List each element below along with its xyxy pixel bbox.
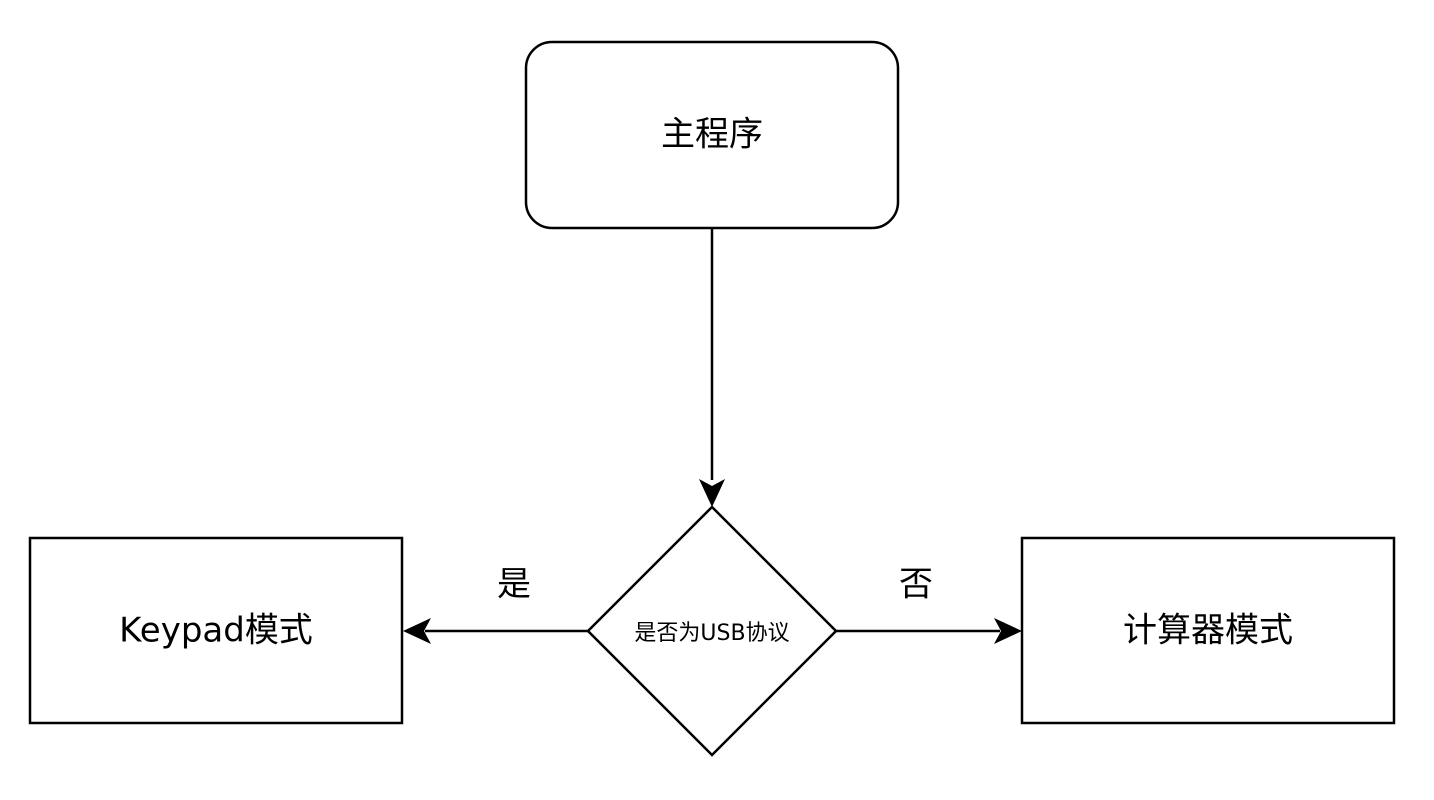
main-program-label: 主程序 (661, 115, 763, 155)
keypad-mode-label: Keypad模式 (119, 611, 313, 651)
edge-main-to-check-arrowhead (699, 479, 725, 507)
edge-yes-branch: 是 (403, 565, 588, 644)
keypad-mode-box (28, 536, 404, 725)
calculator-mode-box (1020, 536, 1396, 725)
keypad-mode-node: Keypad模式 (28, 536, 404, 725)
main-program-node: 主程序 (524, 40, 900, 230)
usb-check-label: 是否为USB协议 (634, 621, 789, 646)
edge-yes-arrowhead (403, 618, 431, 644)
edge-no-arrowhead (994, 618, 1022, 644)
usb-check-diamond (586, 505, 838, 757)
usb-check-node: 是否为USB协议 (586, 505, 838, 757)
edge-yes-label: 是 (497, 565, 531, 605)
edge-no-label: 否 (899, 565, 933, 605)
edge-no-branch: 否 (836, 565, 1022, 644)
calculator-mode-label: 计算器模式 (1123, 611, 1293, 651)
edge-main-to-check (699, 228, 725, 507)
calculator-mode-node: 计算器模式 (1020, 536, 1396, 725)
